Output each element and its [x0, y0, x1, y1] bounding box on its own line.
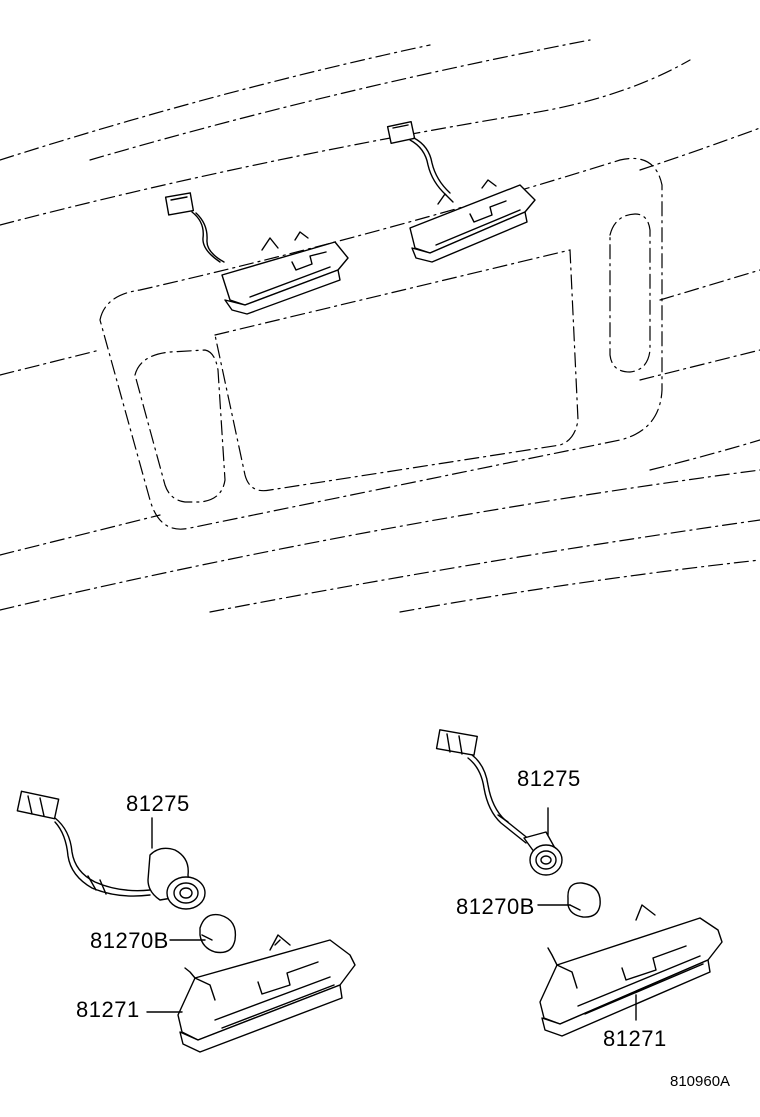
- vehicle-body-outline: [0, 39, 760, 613]
- lamp-left: [177, 934, 356, 1053]
- connector-right: [435, 729, 478, 756]
- figure-code: 810960A: [670, 1073, 730, 1090]
- exploded-assembly-right: [435, 729, 723, 1037]
- lamp-right: [539, 904, 723, 1037]
- part-label-right-socket: 81275: [517, 766, 581, 791]
- socket-left: [147, 847, 206, 910]
- part-label-left-lamp: 81271: [76, 997, 140, 1022]
- bulb-right: [567, 882, 601, 918]
- part-label-right-bulb: 81270B: [456, 894, 535, 919]
- exploded-assembly-left: [16, 790, 356, 1053]
- part-label-left-socket: 81275: [126, 791, 190, 816]
- part-label-right-lamp: 81271: [603, 1026, 667, 1051]
- license-plate-garnish: [99, 157, 663, 530]
- socket-right: [523, 831, 563, 876]
- bulb-left: [199, 913, 237, 954]
- installed-lamp-left: [164, 192, 349, 315]
- installed-lamp-right: [386, 120, 536, 263]
- part-label-left-bulb: 81270B: [90, 928, 169, 953]
- connector-left: [16, 790, 60, 820]
